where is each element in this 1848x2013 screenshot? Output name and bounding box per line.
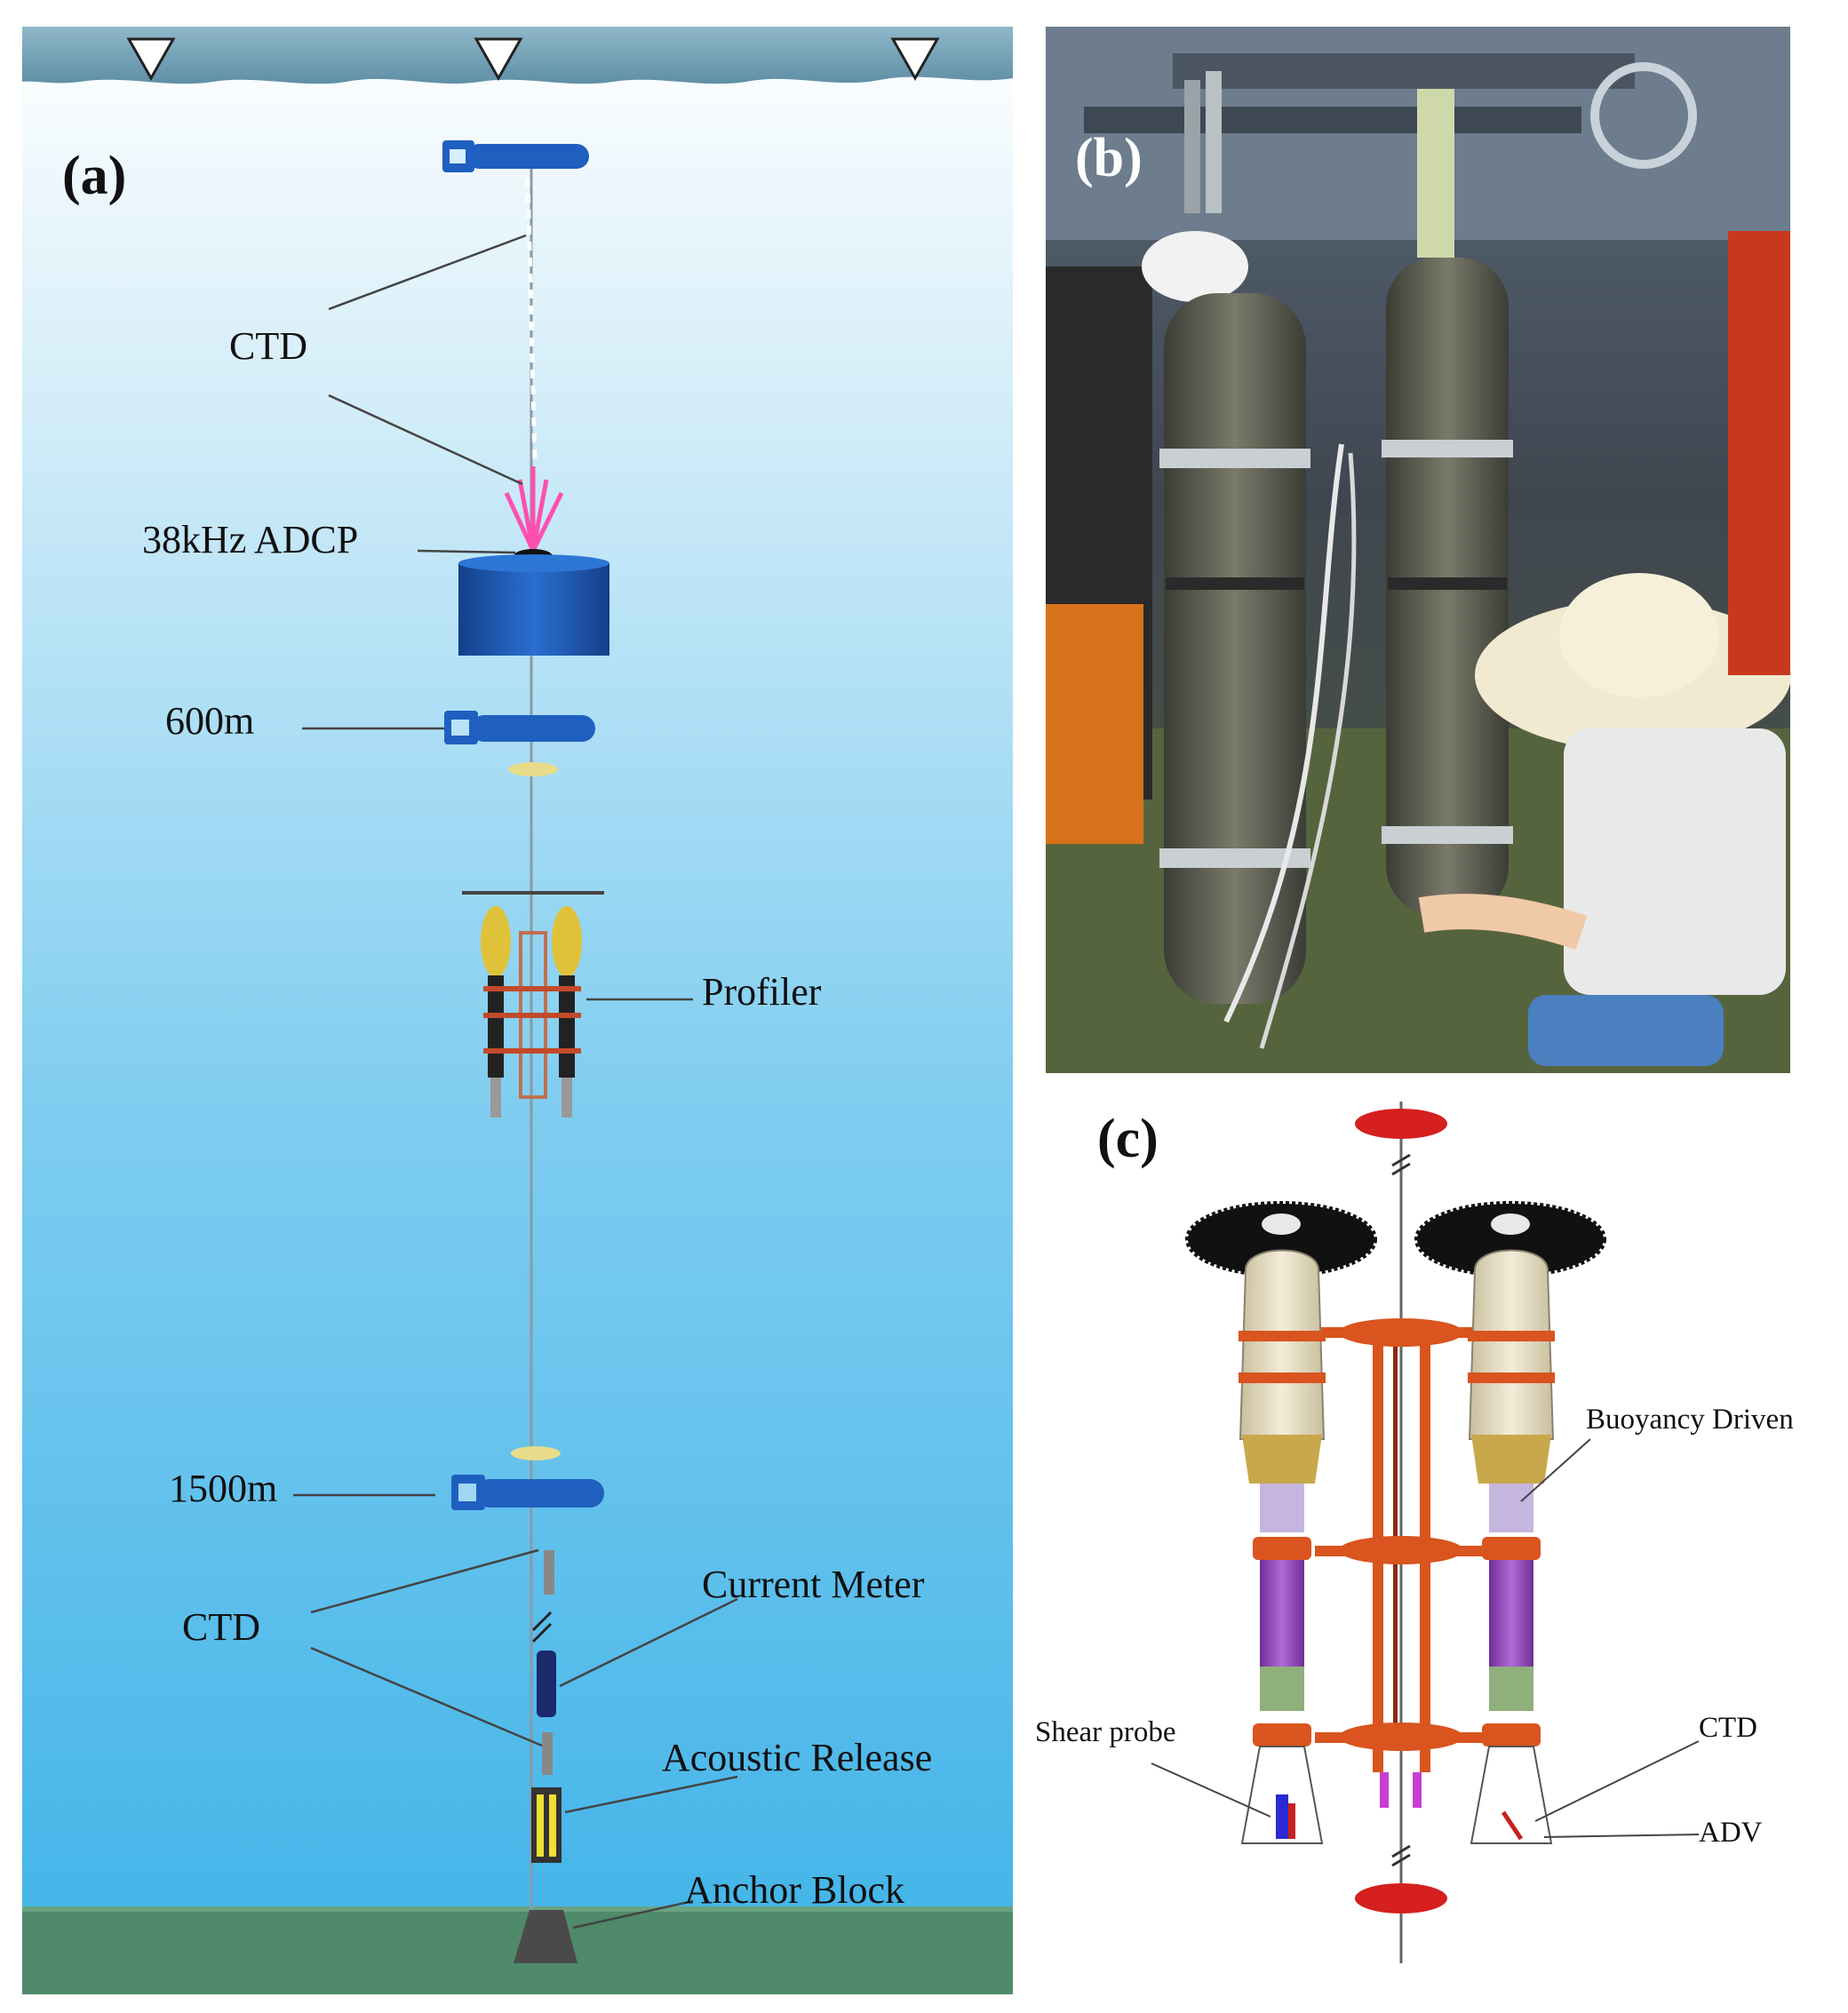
surface-marker [890, 37, 940, 82]
float-600m [444, 711, 595, 776]
pod-right [1468, 1249, 1555, 1844]
top-disc [1355, 1109, 1447, 1139]
panel-b-label: (b) [1075, 128, 1143, 188]
buoyancy-driven-label: Buoyancy Driven [1586, 1404, 1794, 1436]
ctd-label: CTD [1699, 1712, 1757, 1744]
top-float [442, 140, 589, 172]
ctd-top-label: CTD [229, 324, 307, 368]
panel-a-label: (a) [62, 146, 126, 206]
water-column [22, 27, 1013, 1994]
center-frame [1315, 1318, 1487, 1808]
surface-marker [474, 37, 523, 82]
current-meter-label: Current Meter [702, 1563, 925, 1606]
lower-string [531, 1550, 562, 1863]
profiler-label: Profiler [702, 970, 822, 1014]
shear-probe-label: Shear probe [1035, 1716, 1176, 1748]
profiler-frame [462, 891, 604, 1118]
acoustic-release-label: Acoustic Release [662, 1736, 932, 1779]
panel-c-label: (c) [1097, 1109, 1159, 1169]
panel-c-leaders [1151, 1438, 1700, 1838]
instrument-cylinders [1159, 71, 1513, 1004]
sea-surface [22, 27, 1013, 84]
anchor-block-label: Anchor Block [684, 1868, 904, 1912]
bottom-disc [1355, 1883, 1447, 1914]
float-1500m [451, 1446, 604, 1510]
surface-marker [126, 37, 176, 82]
ctd-bottom-label: CTD [182, 1605, 260, 1649]
depth-600-label: 600m [165, 699, 254, 743]
anchor-block [514, 1910, 578, 1963]
panel-b: (b) [1046, 27, 1791, 1073]
adcp-buoy [458, 549, 609, 656]
adcp-label: 38kHz ADCP [142, 518, 358, 561]
surface-markers [126, 37, 940, 82]
leader-lines [293, 234, 738, 1929]
panel-a: (a) CTD 38kHz ADCP 600m Profiler 1500m C… [22, 27, 1013, 1994]
panel-c: (c) Buoyancy Driven Shear probe CTD ADV [1035, 1102, 1794, 1963]
pod-left [1239, 1249, 1326, 1844]
adcp-beams [504, 466, 564, 553]
depth-1500-label: 1500m [169, 1467, 277, 1510]
adv-label: ADV [1699, 1817, 1763, 1849]
